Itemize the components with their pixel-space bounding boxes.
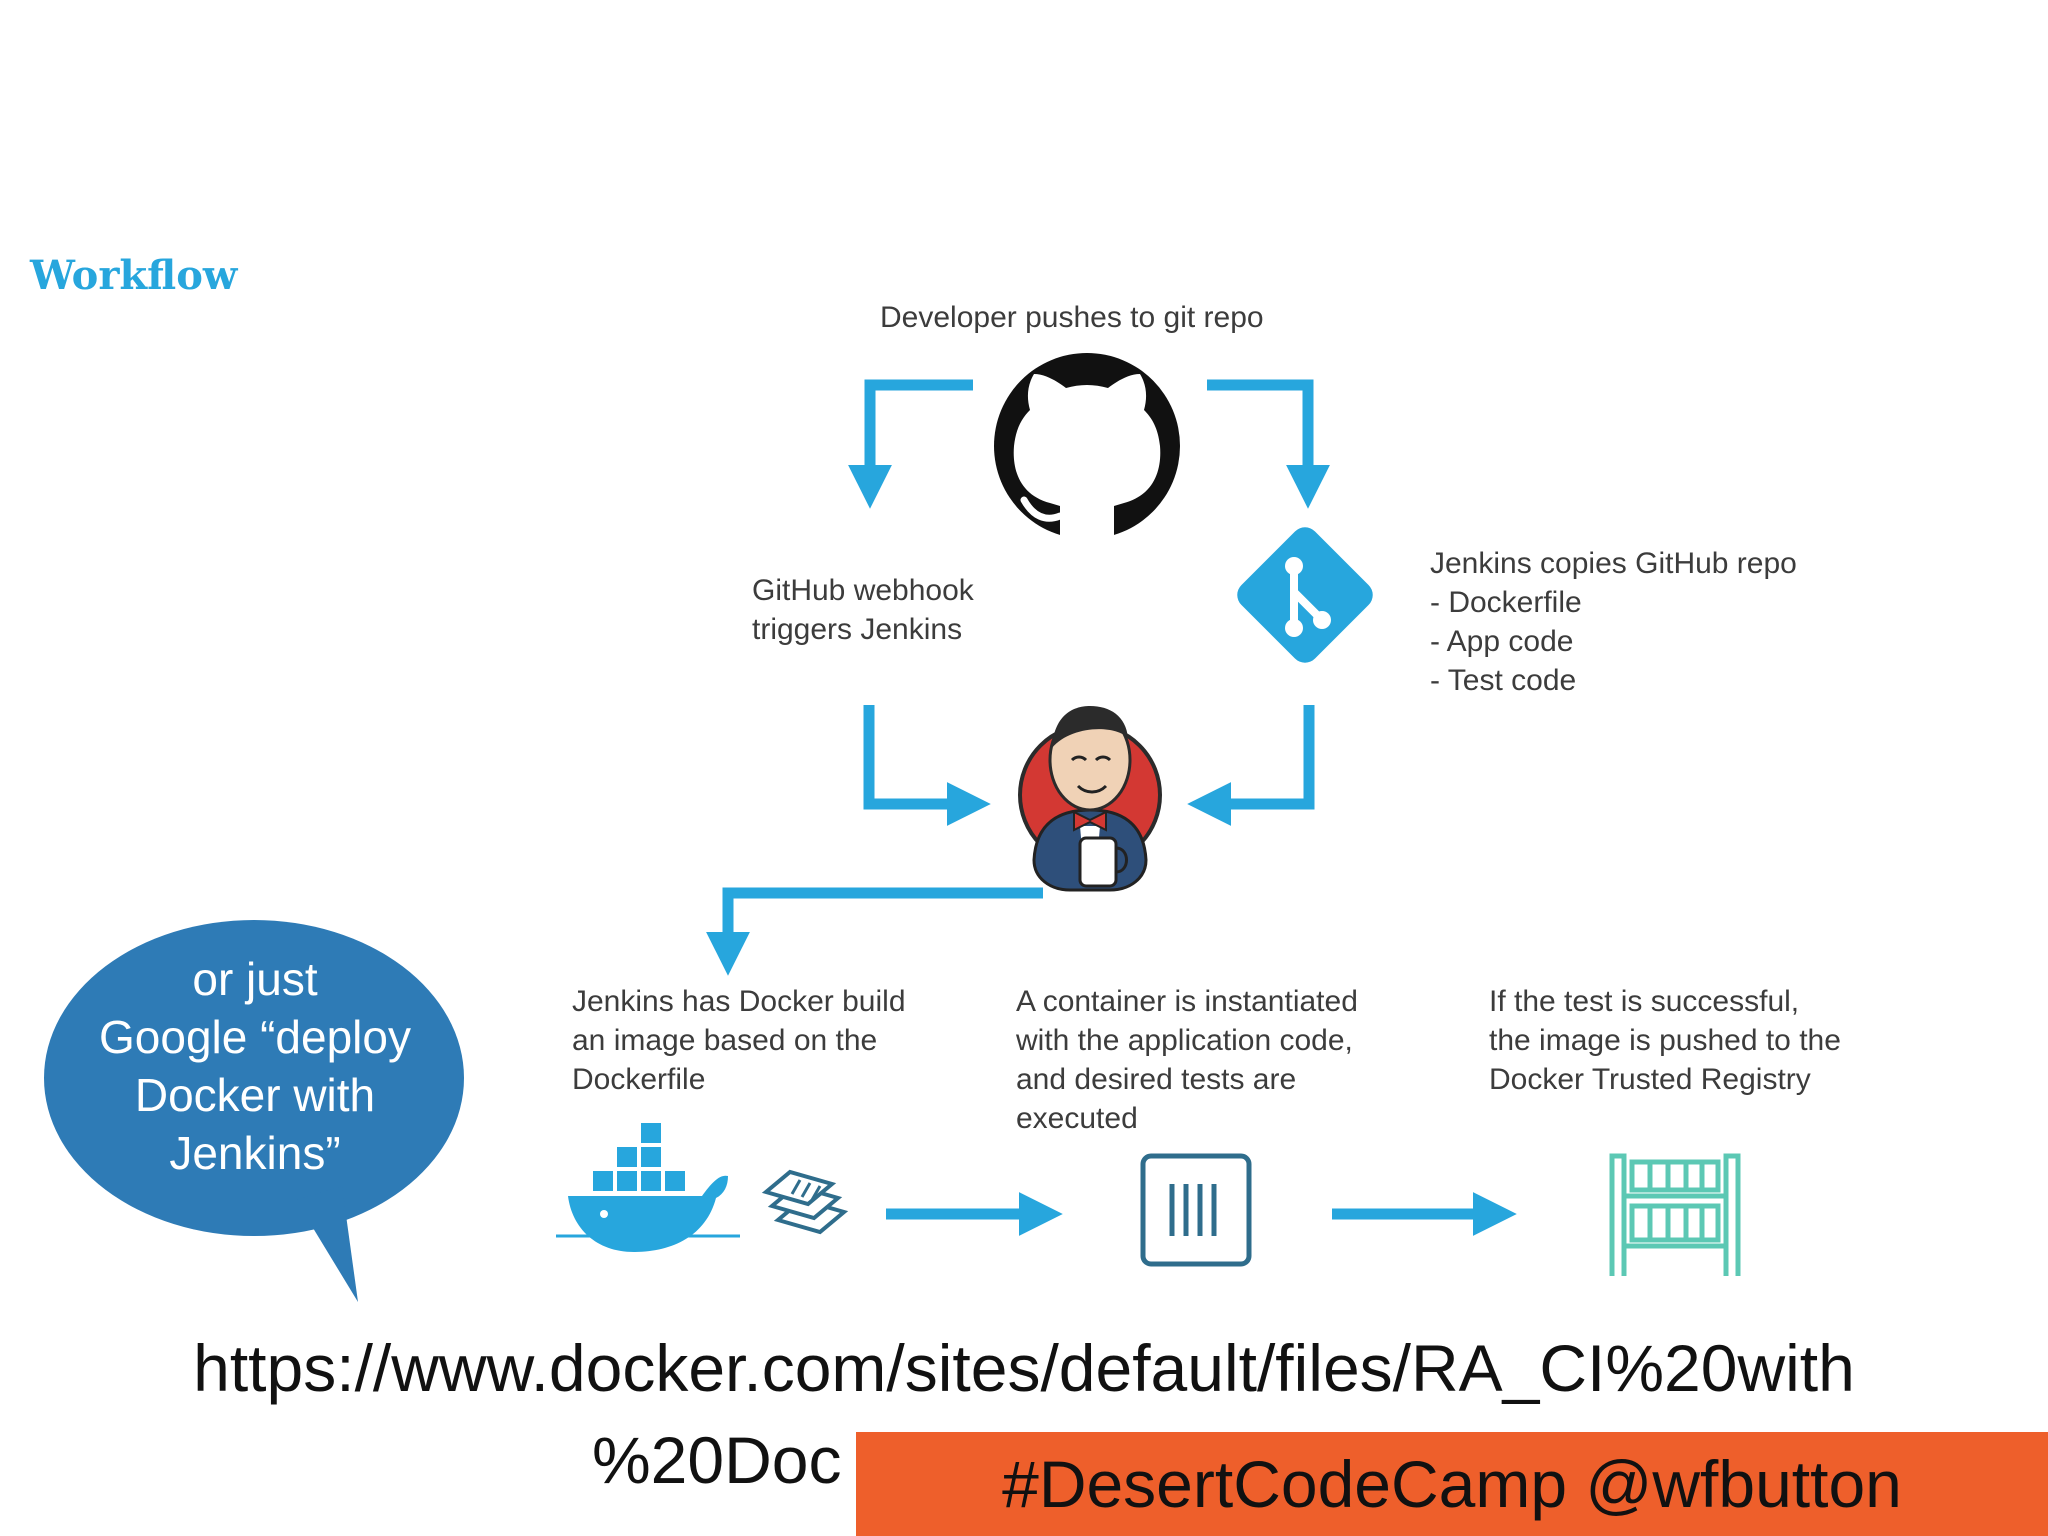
speech-bubble — [44, 920, 464, 1302]
jenkins-butler-icon — [1018, 706, 1162, 892]
speech-bubble-text: or just Google “deploy Docker with Jenki… — [99, 953, 411, 1179]
slide-title: Workflow — [30, 252, 238, 299]
label-developer-push: Developer pushes to git repo — [880, 301, 1264, 334]
hashtag-text: #DesertCodeCamp @wfbutton — [1002, 1447, 1902, 1521]
arrow-github-to-git — [1207, 379, 1330, 509]
arrow-jenkins-to-build — [706, 887, 1043, 976]
source-url-line-2: %20Doc — [592, 1423, 842, 1497]
label-container-tests: A container is instantiated with the app… — [1016, 985, 1358, 1135]
docker-whale-icon — [556, 1121, 740, 1252]
arrow-webhook-to-jenkins — [863, 705, 991, 826]
source-url-line-1: https://www.docker.com/sites/default/fil… — [193, 1331, 1855, 1405]
arrow-github-to-webhook — [848, 379, 973, 509]
hashtag-banner: #DesertCodeCamp @wfbutton — [856, 1432, 2048, 1536]
label-push-registry: If the test is successful, the image is … — [1489, 985, 1841, 1096]
flow-arrows — [706, 379, 1517, 1236]
arrow-git-to-jenkins — [1187, 705, 1315, 826]
label-docker-build: Jenkins has Docker build an image based … — [572, 985, 906, 1096]
label-jenkins-copies: Jenkins copies GitHub repo - Dockerfile … — [1430, 547, 1797, 697]
registry-shelf-icon — [1609, 1153, 1741, 1276]
git-diamond-icon — [1237, 527, 1373, 663]
github-octocat-icon — [994, 353, 1180, 540]
label-webhook: GitHub webhook triggers Jenkins — [752, 574, 974, 646]
image-layers-icon — [761, 1169, 849, 1235]
container-icon — [1140, 1153, 1252, 1267]
